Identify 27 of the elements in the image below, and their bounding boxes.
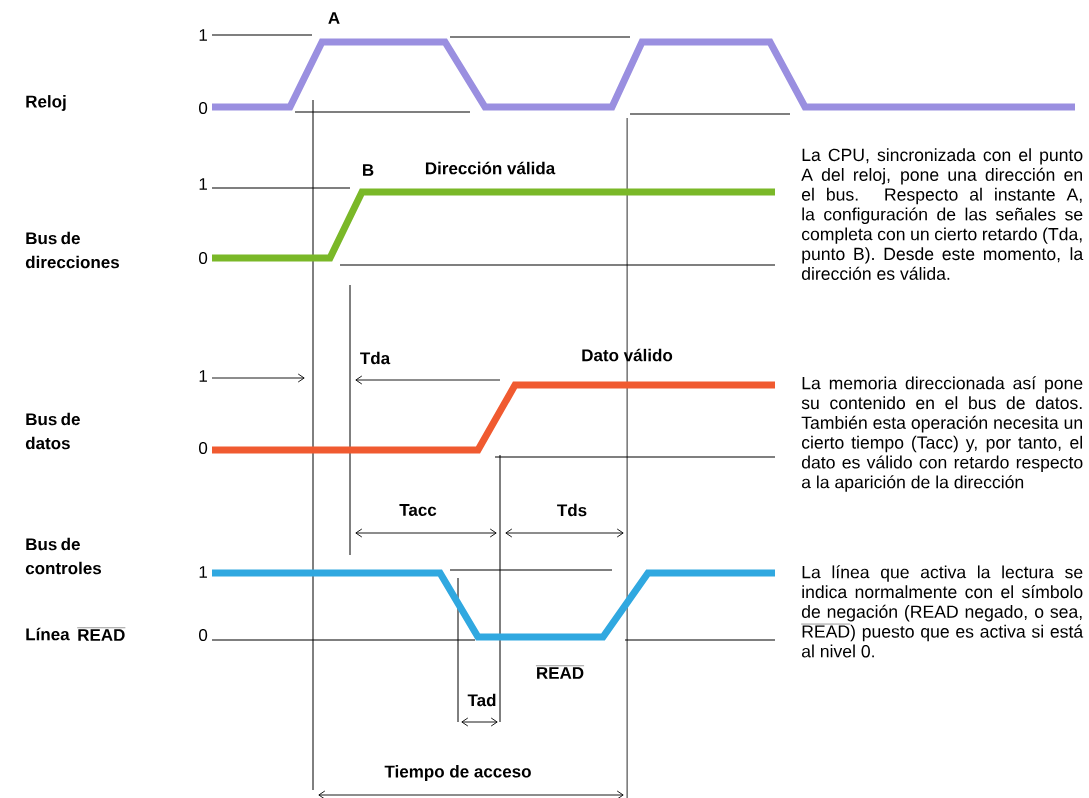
- dimension-label: Tiempo de acceso: [384, 765, 531, 781]
- signal-name: Bus de datos: [25, 412, 80, 450]
- level-number: 0: [199, 442, 208, 455]
- point-label: B: [363, 164, 374, 176]
- level-number: 1: [199, 566, 207, 578]
- dimension-label: Tacc: [399, 504, 437, 516]
- signal-name: Bus de direcciones: [25, 231, 119, 269]
- signal-name: Reloj: [26, 95, 66, 111]
- level-number: 1: [199, 370, 207, 382]
- description-text: La línea que activa la lectura se indica normalmente con el símbolo de negación (READ negado, o sea, READ) puesto que es activa si está al nivel 0.: [801, 565, 1084, 658]
- dimension-label: Tds: [557, 503, 587, 517]
- point-label: A: [328, 12, 340, 24]
- dimension-label: Tad: [467, 693, 496, 707]
- signal-state-label: READ: [535, 665, 585, 679]
- dimension-label: Tda: [360, 351, 391, 365]
- level-number: 0: [199, 102, 208, 115]
- level-number: 1: [199, 29, 207, 41]
- level-number: 1: [199, 178, 207, 190]
- description-text: La CPU, sincronizada con el punto A del reloj, pone una dirección en el bus. Respecto al instante A, la configuración de las señales se completa con un cierto retardo (Tda, punto B). Desde este momento, la dirección es válida.: [801, 148, 1084, 280]
- signal-name: Bus de controles: [25, 537, 101, 575]
- state-label: Dirección válida: [425, 161, 556, 175]
- signal-name: READ: [77, 627, 126, 641]
- state-label: Dato válido: [582, 348, 673, 362]
- level-number: 0: [199, 252, 208, 265]
- signal-name: Línea: [26, 627, 70, 641]
- level-number: 0: [199, 629, 208, 642]
- description-text: La memoria direccionada así pone su contenido en el bus de datos. También esta operación necesita un cierto tiempo (Tacc) y, por tanto, el dato es válido con retardo respecto a la aparición de la dirección: [801, 376, 1083, 492]
